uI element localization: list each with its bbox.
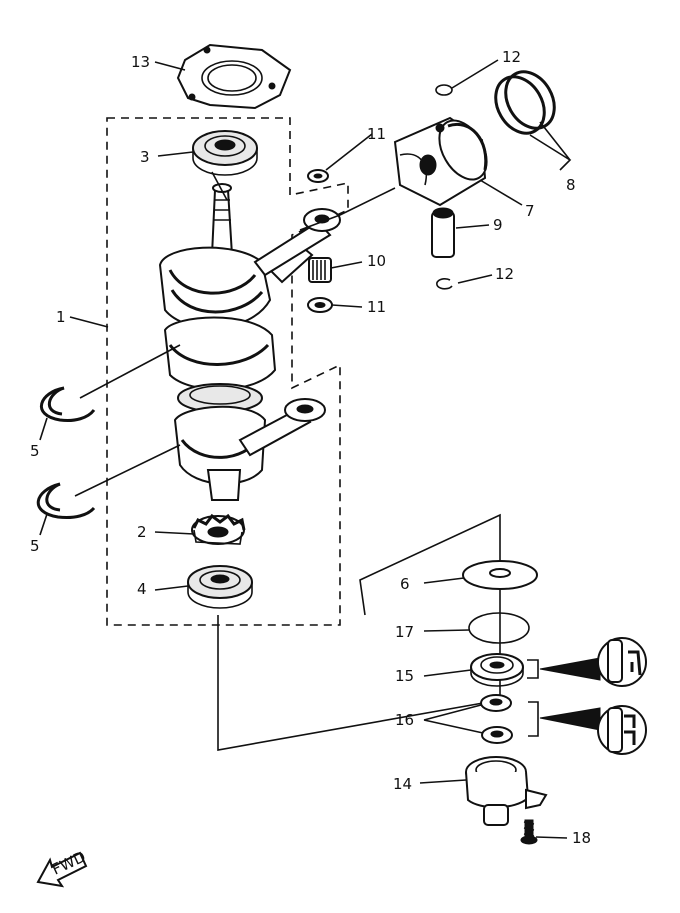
fwd-arrow-icon: FWD <box>36 848 88 888</box>
callout-3: 3 <box>140 148 150 166</box>
callout-13: 13 <box>131 53 150 71</box>
callout-labels: 1 2 3 4 5 5 6 7 8 9 10 11 11 12 12 13 14… <box>30 48 591 847</box>
part-5-retaining-ring-lower <box>36 482 96 519</box>
callout-11-lower: 11 <box>367 298 386 316</box>
part-16-seal-lower <box>481 726 513 744</box>
callout-5-lower: 5 <box>30 537 40 555</box>
part-9-piston-pin <box>431 207 455 258</box>
callout-15: 15 <box>395 667 414 685</box>
part-16-seal-upper <box>480 694 512 712</box>
assembly-boundary <box>106 117 349 626</box>
callout-5-upper: 5 <box>30 442 40 460</box>
callout-1: 1 <box>56 308 66 326</box>
lower-connecting-rod <box>238 398 326 457</box>
part-5-retaining-ring-upper <box>39 386 96 422</box>
callout-7: 7 <box>525 202 535 220</box>
part-4-lower-bearing <box>187 565 253 609</box>
part-11-washer-upper <box>307 169 329 183</box>
part-8-piston-rings <box>494 70 556 135</box>
seal-detail-inset-lower <box>528 701 647 755</box>
callout-2: 2 <box>137 523 147 541</box>
part-2-gear <box>191 513 246 545</box>
callout-10: 10 <box>367 252 386 270</box>
leader-lines <box>39 59 572 839</box>
callout-6: 6 <box>400 575 410 593</box>
callout-17: 17 <box>395 623 414 641</box>
callout-12-lower: 12 <box>495 265 514 283</box>
callout-4: 4 <box>137 580 147 598</box>
part-13-cover-plate <box>176 43 292 110</box>
callout-18: 18 <box>572 829 591 847</box>
part-10-needle-bearing <box>308 257 332 283</box>
part-6-shim <box>462 560 538 590</box>
part-17-o-ring <box>468 612 530 644</box>
callout-14: 14 <box>393 775 412 793</box>
housing-group-bracket <box>217 513 501 751</box>
callout-8: 8 <box>566 176 576 194</box>
callout-9: 9 <box>493 216 503 234</box>
callout-12-upper: 12 <box>502 48 521 66</box>
part-1-crankshaft <box>158 183 314 501</box>
part-12-clip-lower <box>436 278 453 290</box>
callout-11-upper: 11 <box>367 125 386 143</box>
part-7-piston <box>393 116 488 207</box>
part-12-clip-upper <box>435 84 453 96</box>
part-3-upper-bearing <box>192 130 258 176</box>
seal-detail-inset-upper <box>527 637 647 687</box>
part-14-seal-housing <box>465 756 548 826</box>
part-18-bolt <box>520 819 538 845</box>
callout-16: 16 <box>395 711 414 729</box>
part-11-washer-lower <box>307 297 333 313</box>
part-15-oil-seal <box>470 653 524 687</box>
